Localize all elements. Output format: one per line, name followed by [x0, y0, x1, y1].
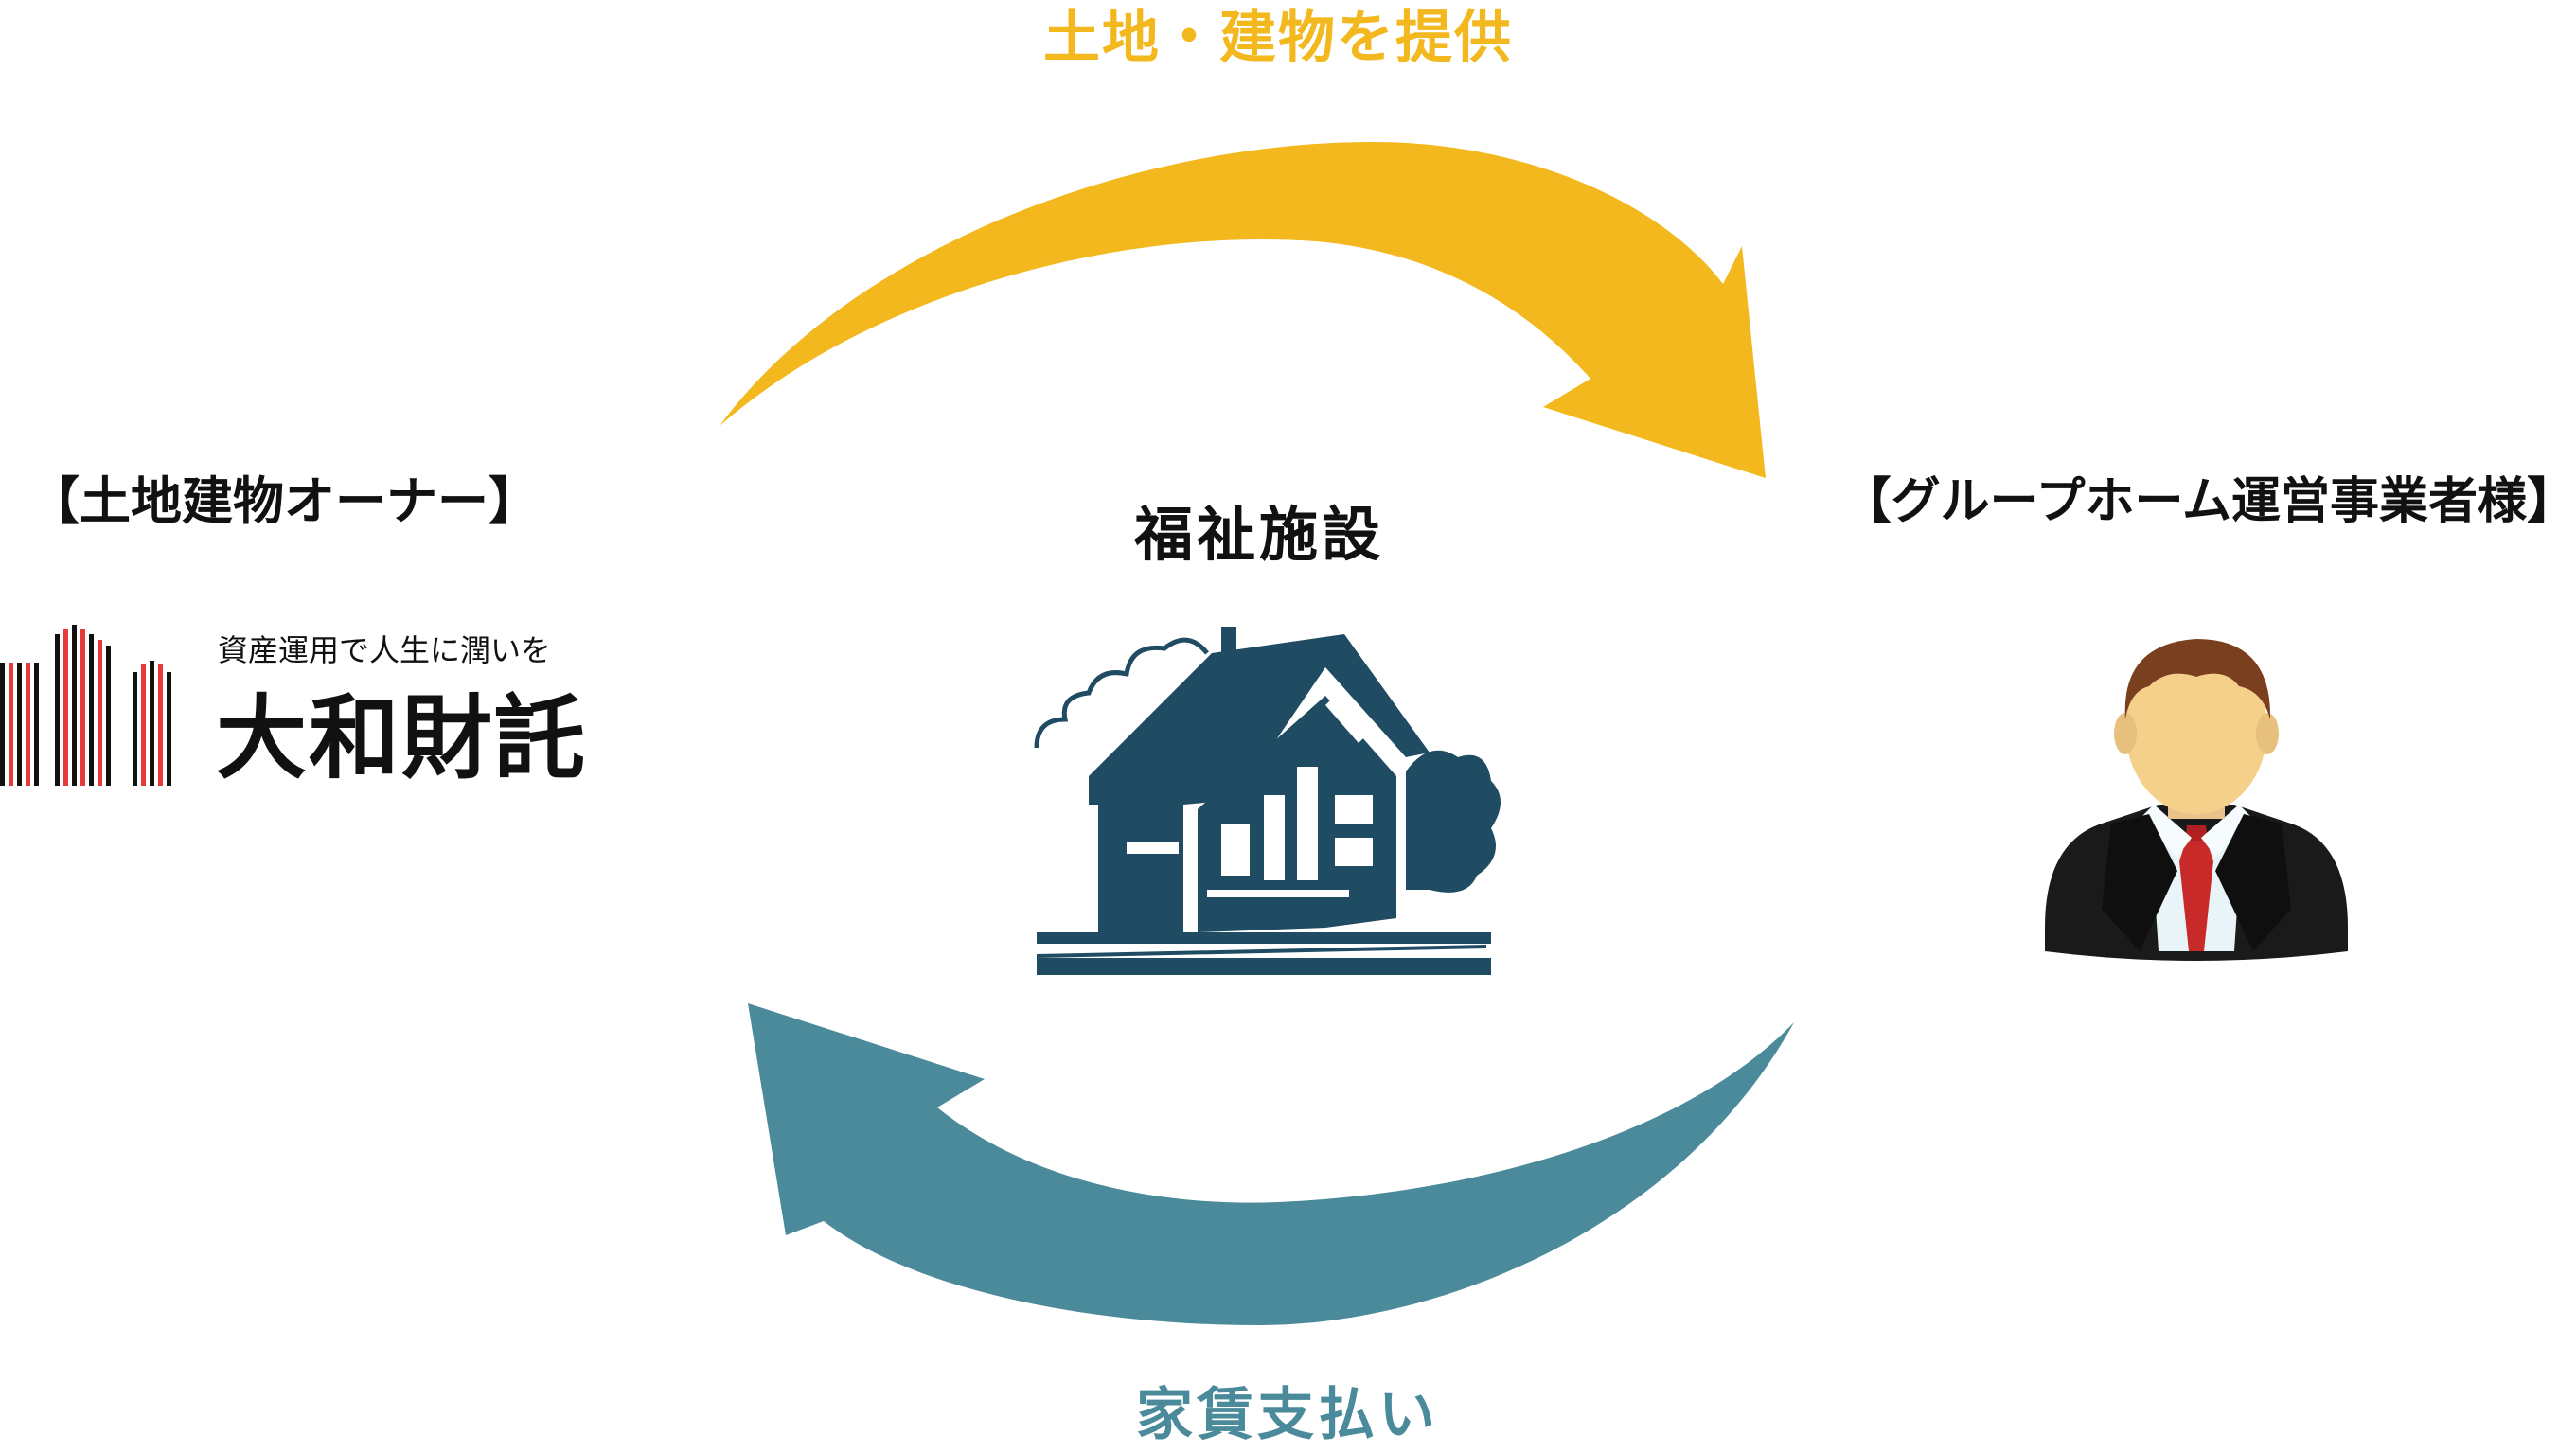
operator-label: 【グループホーム運営事業者様】: [1841, 473, 2576, 530]
facility-label: 福祉施設: [1133, 500, 1384, 569]
logo-tagline: 資産運用で人生に潤いを: [218, 632, 552, 668]
businessman-icon: [2045, 639, 2348, 961]
owner-label: 【土地建物オーナー】: [28, 471, 540, 531]
bottom-flow-label: 家賃支払い: [1136, 1382, 1439, 1448]
building-stripes-logo-icon: [0, 625, 171, 786]
house-icon: [1034, 627, 1501, 975]
top-flow-label: 土地・建物を提供: [1043, 5, 1513, 71]
logo-name: 大和財託: [216, 685, 587, 791]
